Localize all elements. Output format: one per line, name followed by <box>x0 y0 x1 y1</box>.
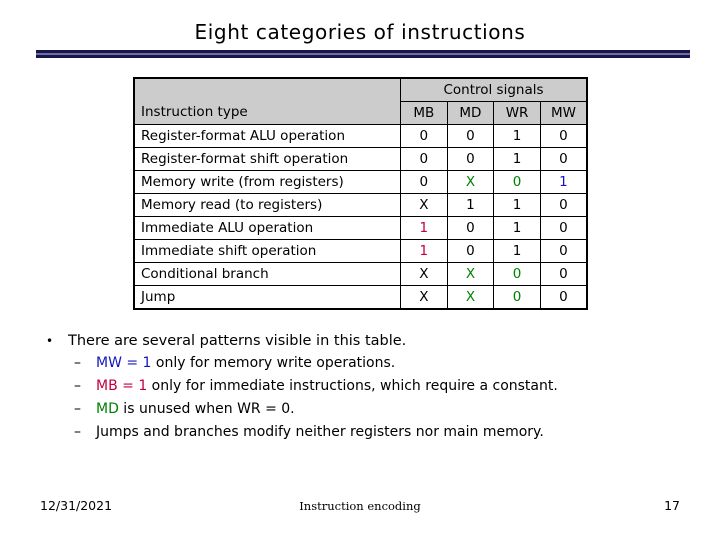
bullet-dash-icon: – <box>74 355 81 371</box>
cell-signal-wr: 1 <box>493 124 541 148</box>
cell-instruction-type: Register-format ALU operation <box>133 124 401 148</box>
cell-signal-wr: 0 <box>493 170 541 194</box>
footer-date: 12/31/2021 <box>40 498 113 513</box>
cell-signal-md: X <box>446 262 495 286</box>
cell-signal-mb: 1 <box>400 216 448 240</box>
column-header-mb: MB <box>400 101 448 125</box>
cell-instruction-type: Register-format shift operation <box>133 147 401 171</box>
cell-instruction-type: Immediate shift operation <box>133 239 401 263</box>
title-divider <box>36 50 690 58</box>
cell-instruction-type: Conditional branch <box>133 262 401 286</box>
cell-signal-mb: 0 <box>400 147 448 171</box>
bullet-sublist: –MW = 1 only for memory write operations… <box>40 352 700 444</box>
cell-signal-mw: 0 <box>539 285 588 310</box>
bullet-list: • There are several patterns visible in … <box>40 330 700 444</box>
bullet-item-sub: –MD is unused when WR = 0. <box>40 398 700 421</box>
bullet-item-sub: –MB = 1 only for immediate instructions,… <box>40 375 700 398</box>
cell-signal-mw: 0 <box>539 147 588 171</box>
cell-signal-wr: 0 <box>493 262 541 286</box>
bullet-dash-icon: – <box>74 378 81 394</box>
cell-signal-md: 0 <box>446 216 495 240</box>
bullet-text-sub: Jumps and branches modify neither regist… <box>96 424 544 440</box>
cell-signal-mb: 0 <box>400 170 448 194</box>
bullet-dash-icon: – <box>74 401 81 417</box>
bullet-item-primary: • There are several patterns visible in … <box>40 330 700 352</box>
column-group-header-control-signals: Control signals <box>400 77 588 102</box>
cell-signal-wr: 1 <box>493 239 541 263</box>
cell-signal-mb: 1 <box>400 239 448 263</box>
bullet-highlight-term: MB = 1 <box>96 378 148 394</box>
cell-signal-mw: 0 <box>539 262 588 286</box>
cell-signal-wr: 1 <box>493 193 541 217</box>
cell-signal-mw: 0 <box>539 124 588 148</box>
bullet-item-sub: –Jumps and branches modify neither regis… <box>40 421 700 444</box>
cell-signal-mw: 0 <box>539 193 588 217</box>
cell-instruction-type: Memory read (to registers) <box>133 193 401 217</box>
cell-signal-md: X <box>446 170 495 194</box>
cell-signal-md: 0 <box>446 124 495 148</box>
cell-instruction-type: Jump <box>133 285 401 310</box>
cell-signal-mw: 0 <box>539 216 588 240</box>
control-signals-table: Instruction type Control signals MB MD W… <box>133 77 588 310</box>
cell-signal-mw: 0 <box>539 239 588 263</box>
bullet-text-sub: is unused when WR = 0. <box>118 401 295 417</box>
cell-signal-md: 0 <box>446 147 495 171</box>
bullet-text-primary: There are several patterns visible in th… <box>68 333 407 349</box>
cell-signal-md: X <box>446 285 495 310</box>
page-title: Eight categories of instructions <box>194 20 526 44</box>
table-header-row-group: Instruction type Control signals <box>133 77 588 125</box>
bullet-marker-icon: • <box>46 334 54 348</box>
cell-signal-mb: X <box>400 285 448 310</box>
column-header-wr: WR <box>493 101 541 125</box>
footer-title: Instruction encoding <box>299 499 421 513</box>
cell-signal-md: 1 <box>446 193 495 217</box>
cell-instruction-type: Memory write (from registers) <box>133 170 401 194</box>
bullet-text-sub: only for immediate instructions, which r… <box>147 378 558 394</box>
bullet-highlight-term: MW = 1 <box>96 355 152 371</box>
column-header-mw: MW <box>539 101 588 125</box>
cell-signal-mb: X <box>400 193 448 217</box>
column-header-md: MD <box>446 101 495 125</box>
column-header-instruction-type: Instruction type <box>133 77 401 125</box>
footer-page-number: 17 <box>664 498 680 513</box>
title-divider-inner <box>36 53 690 55</box>
cell-instruction-type: Immediate ALU operation <box>133 216 401 240</box>
table-header: Instruction type Control signals MB MD W… <box>133 77 588 125</box>
cell-signal-mb: 0 <box>400 124 448 148</box>
bullet-highlight-term: MD <box>96 401 119 417</box>
bullet-text-sub: only for memory write operations. <box>151 355 396 371</box>
bullet-item-sub: –MW = 1 only for memory write operations… <box>40 352 700 375</box>
slide-footer: 12/31/2021 Instruction encoding 17 <box>0 498 720 518</box>
cell-signal-wr: 0 <box>493 285 541 310</box>
cell-signal-wr: 1 <box>493 147 541 171</box>
table-header-row-signals: MB MD WR MW <box>134 101 588 125</box>
cell-signal-md: 0 <box>446 239 495 263</box>
cell-signal-mb: X <box>400 262 448 286</box>
bullet-dash-icon: – <box>74 424 81 440</box>
cell-signal-wr: 1 <box>493 216 541 240</box>
cell-signal-mw: 1 <box>539 170 588 194</box>
